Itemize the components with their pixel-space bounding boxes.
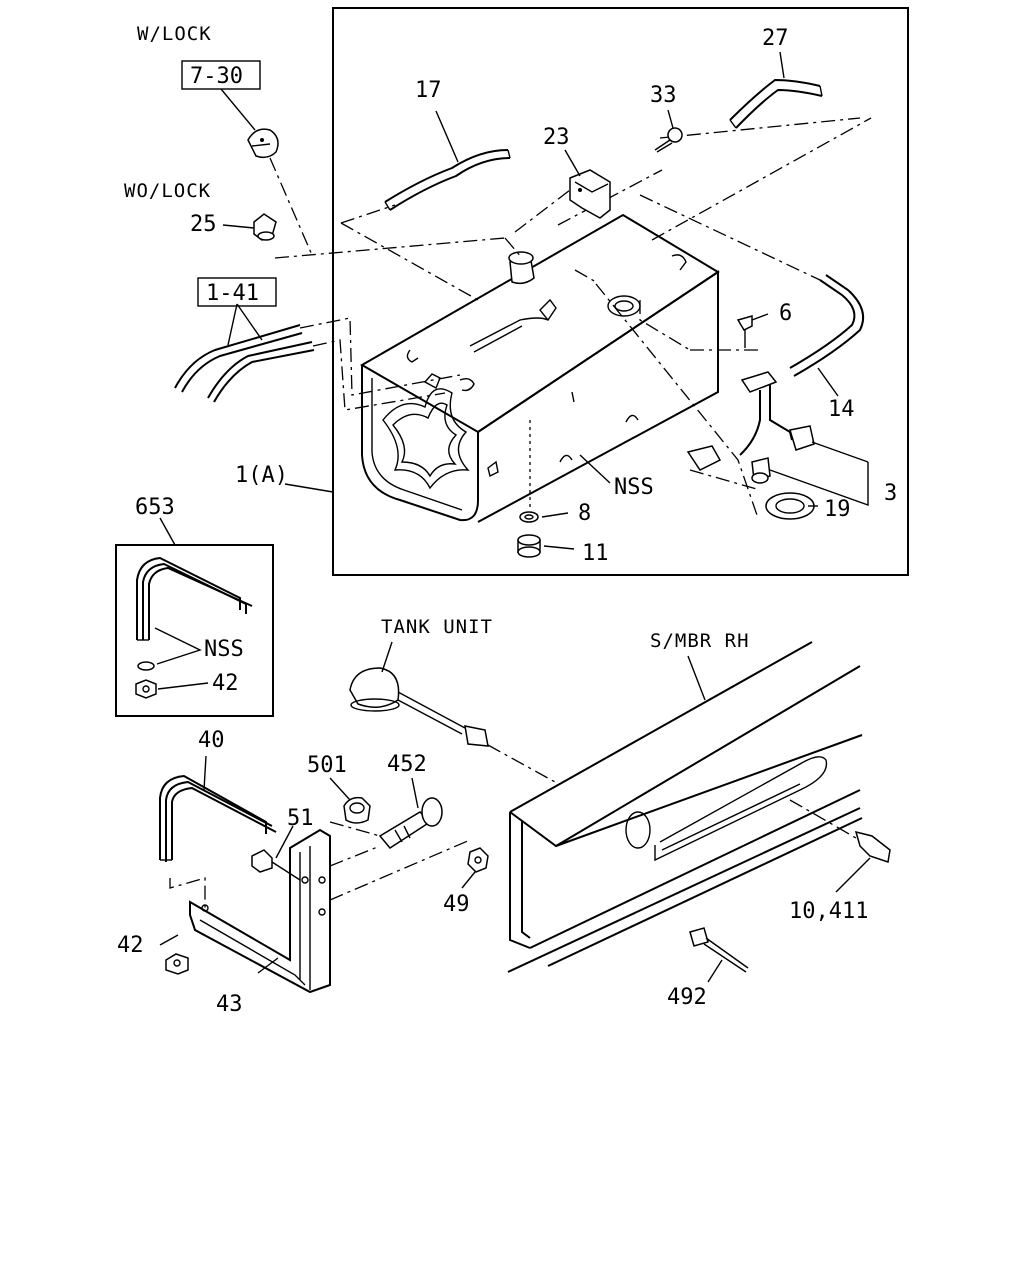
drain-plug-11 bbox=[517, 534, 541, 558]
fuel-cap-25 bbox=[253, 213, 277, 241]
washer-nss bbox=[137, 661, 155, 671]
nss-leader-box bbox=[154, 627, 202, 665]
sender-unit-3 bbox=[686, 371, 815, 484]
gasket-19 bbox=[765, 492, 815, 520]
cable-tie-492 bbox=[689, 927, 749, 973]
nut-42 bbox=[165, 953, 189, 975]
tank-unit bbox=[349, 667, 489, 747]
bolt-33 bbox=[654, 127, 683, 153]
label-part-42: 42 bbox=[117, 933, 144, 958]
label-part-42-box: 42 bbox=[212, 671, 239, 696]
label-ref-1-41: 1-41 bbox=[206, 281, 259, 306]
assembly-leader-lines bbox=[274, 117, 872, 519]
label-part-49: 49 bbox=[443, 892, 470, 917]
bolt-leader bbox=[329, 845, 381, 867]
label-tank-unit: TANK UNIT bbox=[381, 616, 493, 638]
tank-assembly-frame bbox=[332, 7, 909, 576]
nut-49-leader bbox=[329, 839, 471, 901]
nut-49 bbox=[467, 847, 489, 873]
label-smbr-rh: S/MBR RH bbox=[650, 630, 750, 652]
label-part-8: 8 bbox=[578, 501, 591, 526]
bracket-23 bbox=[569, 169, 611, 219]
bushing-501 bbox=[343, 796, 371, 824]
label-part-17: 17 bbox=[415, 78, 442, 103]
label-part-51: 51 bbox=[287, 806, 314, 831]
label-part-1a: 1(A) bbox=[235, 463, 288, 488]
label-part-10-411: 10,411 bbox=[789, 899, 868, 924]
pin-452 bbox=[378, 797, 443, 849]
label-ref-7-30: 7-30 bbox=[190, 64, 243, 89]
label-part-33: 33 bbox=[650, 83, 677, 108]
label-part-19: 19 bbox=[824, 497, 851, 522]
label-part-43: 43 bbox=[216, 992, 243, 1017]
label-nss-strap: NSS bbox=[204, 637, 244, 662]
label-part-25: 25 bbox=[190, 212, 217, 237]
screw-6 bbox=[736, 315, 753, 348]
washer-8 bbox=[519, 511, 539, 523]
fuel-tank bbox=[359, 213, 720, 523]
filler-hoses bbox=[174, 317, 461, 411]
label-part-492: 492 bbox=[667, 985, 707, 1010]
ref-box-1-41 bbox=[197, 277, 277, 307]
label-part-501: 501 bbox=[307, 753, 347, 778]
label-part-40: 40 bbox=[198, 728, 225, 753]
label-part-452: 452 bbox=[387, 752, 427, 777]
strap-653 bbox=[136, 556, 253, 641]
label-w-lock: W/LOCK bbox=[137, 23, 212, 45]
label-wo-lock: WO/LOCK bbox=[124, 180, 211, 202]
pin-leader bbox=[329, 821, 381, 837]
hose-14 bbox=[789, 274, 864, 377]
hose-17 bbox=[384, 149, 511, 211]
label-part-14: 14 bbox=[828, 397, 855, 422]
label-part-11: 11 bbox=[582, 541, 609, 566]
label-part-3: 3 bbox=[884, 481, 897, 506]
clip-leader bbox=[789, 799, 857, 839]
label-leaders bbox=[157, 51, 871, 983]
nut-42-line bbox=[159, 934, 179, 946]
label-part-653: 653 bbox=[135, 495, 175, 520]
locking-fuel-cap bbox=[247, 128, 279, 159]
nut-42-boxed bbox=[135, 679, 157, 699]
clip-10-411 bbox=[854, 830, 891, 863]
bolt-51 bbox=[251, 849, 301, 881]
tank-unit-leader bbox=[487, 744, 556, 783]
hose-27 bbox=[729, 78, 823, 129]
strap-653-frame bbox=[115, 544, 274, 717]
nut-42-leader bbox=[169, 877, 206, 908]
side-member-rh bbox=[507, 641, 863, 973]
label-part-23: 23 bbox=[543, 125, 570, 150]
strap-40 bbox=[159, 774, 277, 862]
ref-box-7-30 bbox=[181, 60, 261, 90]
bracket-43 bbox=[189, 828, 331, 994]
cap-leader bbox=[269, 157, 313, 256]
label-nss-tank: NSS bbox=[614, 475, 654, 500]
label-part-27: 27 bbox=[762, 26, 789, 51]
label-part-6: 6 bbox=[779, 301, 792, 326]
